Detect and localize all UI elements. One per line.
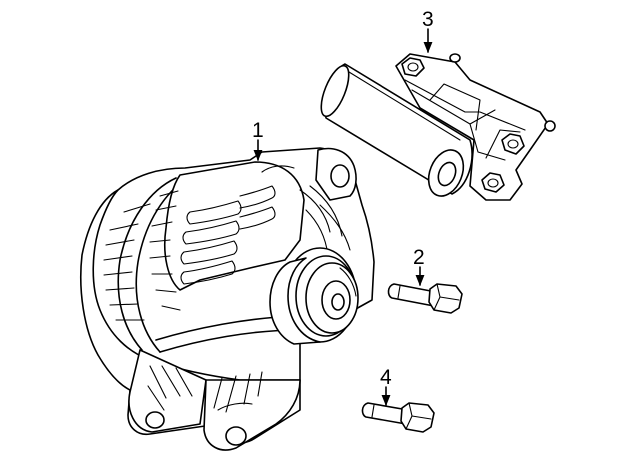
bracket-bolt-top [401, 53, 461, 77]
pulley [269, 247, 359, 345]
bracket-bolt-right [501, 120, 556, 155]
bracket-bolt-bottom [481, 172, 505, 193]
callout-label-3: 3 [422, 8, 434, 31]
alternator-part[interactable] [79, 147, 375, 451]
bolt-part-4[interactable] [361, 402, 435, 433]
callout-3: 3 [422, 8, 434, 54]
callout-2: 2 [413, 246, 425, 287]
callout-label-1: 1 [252, 119, 264, 142]
callout-label-4: 4 [380, 366, 392, 389]
callout-label-2: 2 [413, 246, 425, 269]
bracket-part[interactable] [316, 53, 556, 201]
callout-1: 1 [252, 119, 264, 162]
callout-4: 4 [380, 366, 392, 407]
bolt-part-2[interactable] [387, 283, 463, 314]
